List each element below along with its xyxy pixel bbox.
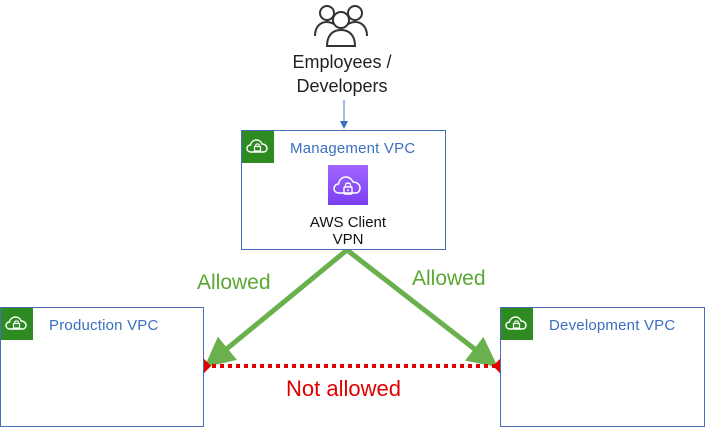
development-vpc-box: Development VPC [500, 307, 705, 427]
allowed-left-arrow [204, 248, 349, 368]
client-vpn-icon [328, 165, 368, 205]
users-label: Employees / Developers [262, 50, 422, 98]
management-vpc-title: Management VPC [290, 140, 416, 157]
not-allowed-label: Not allowed [286, 376, 401, 401]
client-vpn-label-line1: AWS Client [309, 214, 387, 231]
development-vpc-title: Development VPC [549, 317, 676, 334]
production-vpc-box: Production VPC [0, 307, 204, 427]
users-label-line2: Developers [296, 76, 388, 96]
vpc-cloud-lock-icon [501, 308, 533, 340]
production-vpc-title: Production VPC [49, 317, 159, 334]
users-group-icon [314, 0, 368, 50]
client-vpn-label: AWS Client VPN [293, 214, 403, 248]
users-label-line1: Employees / [292, 52, 392, 72]
vpc-cloud-lock-icon [242, 131, 274, 163]
allowed-right-label: Allowed [412, 267, 486, 290]
vpc-cloud-lock-icon [1, 308, 33, 340]
allowed-left-label: Allowed [197, 271, 271, 294]
allowed-right-arrow [345, 248, 498, 368]
client-vpn-label-line2: VPN [332, 231, 364, 248]
